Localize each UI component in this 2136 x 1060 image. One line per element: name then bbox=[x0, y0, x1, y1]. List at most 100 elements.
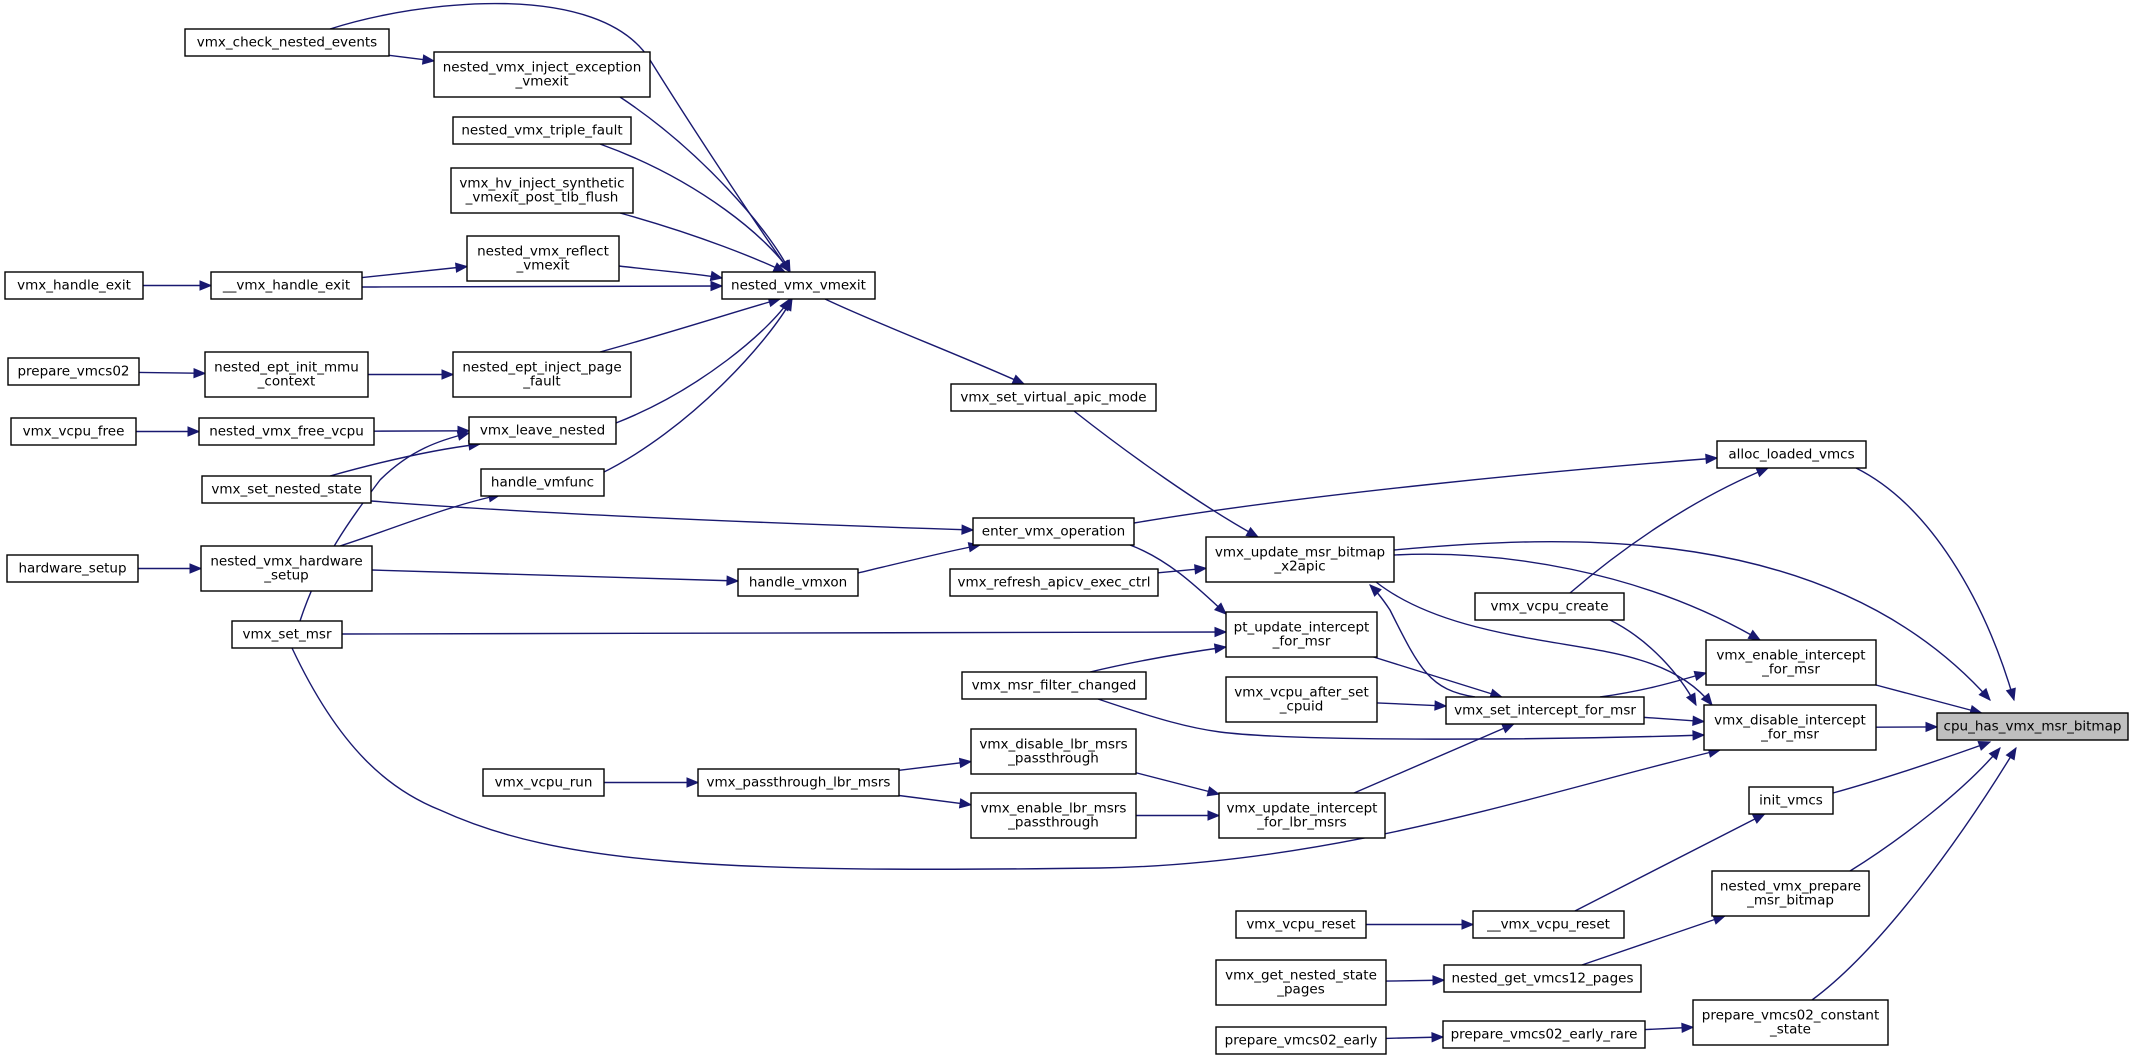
node-vmx_set_msr[interactable]: vmx_set_msr bbox=[231, 620, 343, 649]
node-nested_vmx_reflect_vmexit[interactable]: nested_vmx_reflect_vmexit bbox=[466, 235, 620, 282]
node-label: nested_vmx_reflect bbox=[477, 244, 609, 260]
node-label: _for_lbr_msrs bbox=[1256, 815, 1346, 831]
node-box bbox=[1692, 999, 1889, 1046]
node-box bbox=[1225, 676, 1378, 723]
node-prepare_vmcs02_early[interactable]: prepare_vmcs02_early bbox=[1215, 1026, 1387, 1055]
node-__vmx_vcpu_reset[interactable]: __vmx_vcpu_reset bbox=[1472, 910, 1625, 939]
node-nested_get_vmcs12_pages[interactable]: nested_get_vmcs12_pages bbox=[1443, 964, 1642, 993]
node-prepare_vmcs02[interactable]: prepare_vmcs02 bbox=[7, 357, 140, 386]
edge-line bbox=[615, 298, 791, 424]
node-__vmx_handle_exit[interactable]: __vmx_handle_exit bbox=[210, 271, 363, 300]
arrowhead bbox=[1747, 629, 1762, 641]
edge-line bbox=[1373, 656, 1502, 698]
edge-nested_vmx_free_vcpu-to-vmx_leave_nested bbox=[373, 425, 471, 437]
edge-vmx_update_msr_bitmap_x2apic-to-vmx_enable_intercept_for_msr bbox=[1393, 553, 1762, 641]
edge-line bbox=[341, 631, 1227, 635]
edge-handle_vmfunc-to-nested_vmx_vmexit bbox=[599, 297, 793, 475]
edge-line bbox=[1097, 698, 1705, 740]
node-vmx_hv_inject_synthetic_vmexit_post_tlb_flush[interactable]: vmx_hv_inject_synthetic_vmexit_post_tlb_… bbox=[450, 167, 634, 214]
node-box bbox=[482, 768, 605, 797]
arrowhead bbox=[1431, 1032, 1445, 1043]
arrowhead bbox=[189, 563, 203, 574]
node-nested_ept_init_mmu_context[interactable]: nested_ept_init_mmu_context bbox=[204, 351, 369, 398]
node-vmx_update_intercept_for_lbr_msrs[interactable]: vmx_update_intercept_for_lbr_msrs bbox=[1218, 792, 1386, 839]
node-handle_vmxon[interactable]: handle_vmxon bbox=[737, 568, 859, 597]
node-hardware_setup[interactable]: hardware_setup bbox=[6, 554, 139, 583]
node-box bbox=[1225, 611, 1378, 658]
node-label: _cpuid bbox=[1279, 699, 1324, 715]
node-vmx_leave_nested[interactable]: vmx_leave_nested bbox=[468, 416, 617, 445]
edge-line bbox=[1073, 410, 1259, 538]
node-vmx_set_nested_state[interactable]: vmx_set_nested_state bbox=[201, 475, 372, 504]
edge-line bbox=[361, 285, 723, 288]
node-vmx_update_msr_bitmap_x2apic[interactable]: vmx_update_msr_bitmap_x2apic bbox=[1205, 536, 1395, 583]
node-box bbox=[231, 620, 343, 649]
node-nested_vmx_hardware_setup[interactable]: nested_vmx_hardware_setup bbox=[200, 545, 373, 592]
node-vmx_handle_exit[interactable]: vmx_handle_exit bbox=[4, 271, 144, 300]
edge-vmx_refresh_apicv_exec_ctrl-to-vmx_update_msr_bitmap_x2apic bbox=[1157, 564, 1208, 575]
node-vmx_refresh_apicv_exec_ctrl[interactable]: vmx_refresh_apicv_exec_ctrl bbox=[949, 568, 1159, 597]
node-vmx_vcpu_free[interactable]: vmx_vcpu_free bbox=[10, 417, 137, 446]
node-pt_update_intercept_for_msr[interactable]: pt_update_intercept_for_msr bbox=[1225, 611, 1378, 658]
node-nested_vmx_free_vcpu[interactable]: nested_vmx_free_vcpu bbox=[198, 417, 375, 446]
node-nested_vmx_inject_exception_vmexit[interactable]: nested_vmx_inject_exception_vmexit bbox=[433, 51, 651, 98]
edge-vmx_set_nested_state-to-vmx_leave_nested bbox=[329, 440, 482, 477]
node-vmx_enable_intercept_for_msr[interactable]: vmx_enable_intercept_for_msr bbox=[1705, 639, 1877, 686]
arrowhead bbox=[456, 430, 471, 441]
node-nested_ept_inject_page_fault[interactable]: nested_ept_inject_page_fault bbox=[452, 351, 632, 398]
node-label: vmx_passthrough_lbr_msrs bbox=[707, 775, 891, 791]
node-box bbox=[200, 545, 373, 592]
node-box bbox=[737, 568, 859, 597]
node-label: nested_vmx_prepare bbox=[1720, 879, 1861, 895]
node-vmx_passthrough_lbr_msrs[interactable]: vmx_passthrough_lbr_msrs bbox=[697, 768, 900, 797]
node-vmx_enable_lbr_msrs_passthrough[interactable]: vmx_enable_lbr_msrs_passthrough bbox=[970, 792, 1137, 839]
node-enter_vmx_operation[interactable]: enter_vmx_operation bbox=[972, 517, 1135, 546]
node-label: vmx_handle_exit bbox=[17, 278, 131, 294]
node-label: _fault bbox=[522, 374, 560, 390]
node-nested_vmx_triple_fault[interactable]: nested_vmx_triple_fault bbox=[452, 116, 632, 145]
edge-vmx_vcpu_free-to-nested_vmx_free_vcpu bbox=[136, 426, 201, 437]
edge-line bbox=[1375, 581, 1713, 706]
node-vmx_disable_lbr_msrs_passthrough[interactable]: vmx_disable_lbr_msrs_passthrough bbox=[970, 728, 1137, 775]
edge-alloc_loaded_vmcs-to-cpu_has_vmx_msr_bitmap bbox=[1855, 467, 2016, 702]
node-vmx_set_virtual_apic_mode[interactable]: vmx_set_virtual_apic_mode bbox=[950, 383, 1157, 412]
node-alloc_loaded_vmcs[interactable]: alloc_loaded_vmcs bbox=[1716, 440, 1867, 469]
node-vmx_check_nested_events[interactable]: vmx_check_nested_events bbox=[184, 28, 390, 57]
node-vmx_vcpu_create[interactable]: vmx_vcpu_create bbox=[1474, 592, 1625, 621]
node-box bbox=[198, 417, 375, 446]
edge-init_vmcs-to-cpu_has_vmx_msr_bitmap bbox=[1832, 740, 1992, 794]
node-vmx_vcpu_reset[interactable]: vmx_vcpu_reset bbox=[1235, 910, 1367, 939]
node-vmx_get_nested_state_pages[interactable]: vmx_get_nested_state_pages bbox=[1215, 959, 1387, 1006]
node-vmx_disable_intercept_for_msr[interactable]: vmx_disable_intercept_for_msr bbox=[1703, 704, 1877, 751]
node-box bbox=[1235, 910, 1367, 939]
node-vmx_set_intercept_for_msr[interactable]: vmx_set_intercept_for_msr bbox=[1445, 696, 1645, 725]
node-label: _passthrough bbox=[1007, 751, 1099, 767]
arrowhead bbox=[686, 777, 700, 788]
node-init_vmcs[interactable]: init_vmcs bbox=[1748, 786, 1834, 815]
node-cpu_has_vmx_msr_bitmap[interactable]: cpu_has_vmx_msr_bitmap bbox=[1936, 712, 2129, 741]
edge-line bbox=[370, 500, 974, 531]
edge-prepare_vmcs02_constant_state-to-cpu_has_vmx_msr_bitmap bbox=[1811, 746, 2017, 1001]
node-handle_vmfunc[interactable]: handle_vmfunc bbox=[480, 468, 605, 497]
edge-vmx_vcpu_after_set_cpuid-to-vmx_set_intercept_for_msr bbox=[1376, 700, 1448, 711]
node-vmx_vcpu_run[interactable]: vmx_vcpu_run bbox=[482, 768, 605, 797]
arrowhead bbox=[193, 367, 207, 379]
arrowhead bbox=[1206, 786, 1221, 797]
node-box bbox=[950, 383, 1157, 412]
node-prepare_vmcs02_early_rare[interactable]: prepare_vmcs02_early_rare bbox=[1442, 1020, 1646, 1049]
arrowhead bbox=[421, 54, 436, 65]
node-vmx_vcpu_after_set_cpuid[interactable]: vmx_vcpu_after_set_cpuid bbox=[1225, 676, 1378, 723]
node-nested_vmx_prepare_msr_bitmap[interactable]: nested_vmx_prepare_msr_bitmap bbox=[1711, 870, 1870, 917]
node-box bbox=[972, 517, 1135, 546]
node-label: vmx_vcpu_create bbox=[1490, 599, 1608, 615]
node-label: enter_vmx_operation bbox=[982, 524, 1125, 540]
node-prepare_vmcs02_constant_state[interactable]: prepare_vmcs02_constant_state bbox=[1692, 999, 1889, 1046]
node-vmx_msr_filter_changed[interactable]: vmx_msr_filter_changed bbox=[961, 671, 1147, 700]
node-label: vmx_vcpu_free bbox=[23, 424, 125, 440]
node-nested_vmx_vmexit[interactable]: nested_vmx_vmexit bbox=[721, 271, 876, 300]
node-box bbox=[4, 271, 144, 300]
node-label: vmx_update_msr_bitmap bbox=[1215, 545, 1385, 561]
node-label: vmx_check_nested_events bbox=[197, 35, 377, 51]
node-box bbox=[1472, 910, 1625, 939]
node-label: _for_msr bbox=[1272, 634, 1331, 650]
